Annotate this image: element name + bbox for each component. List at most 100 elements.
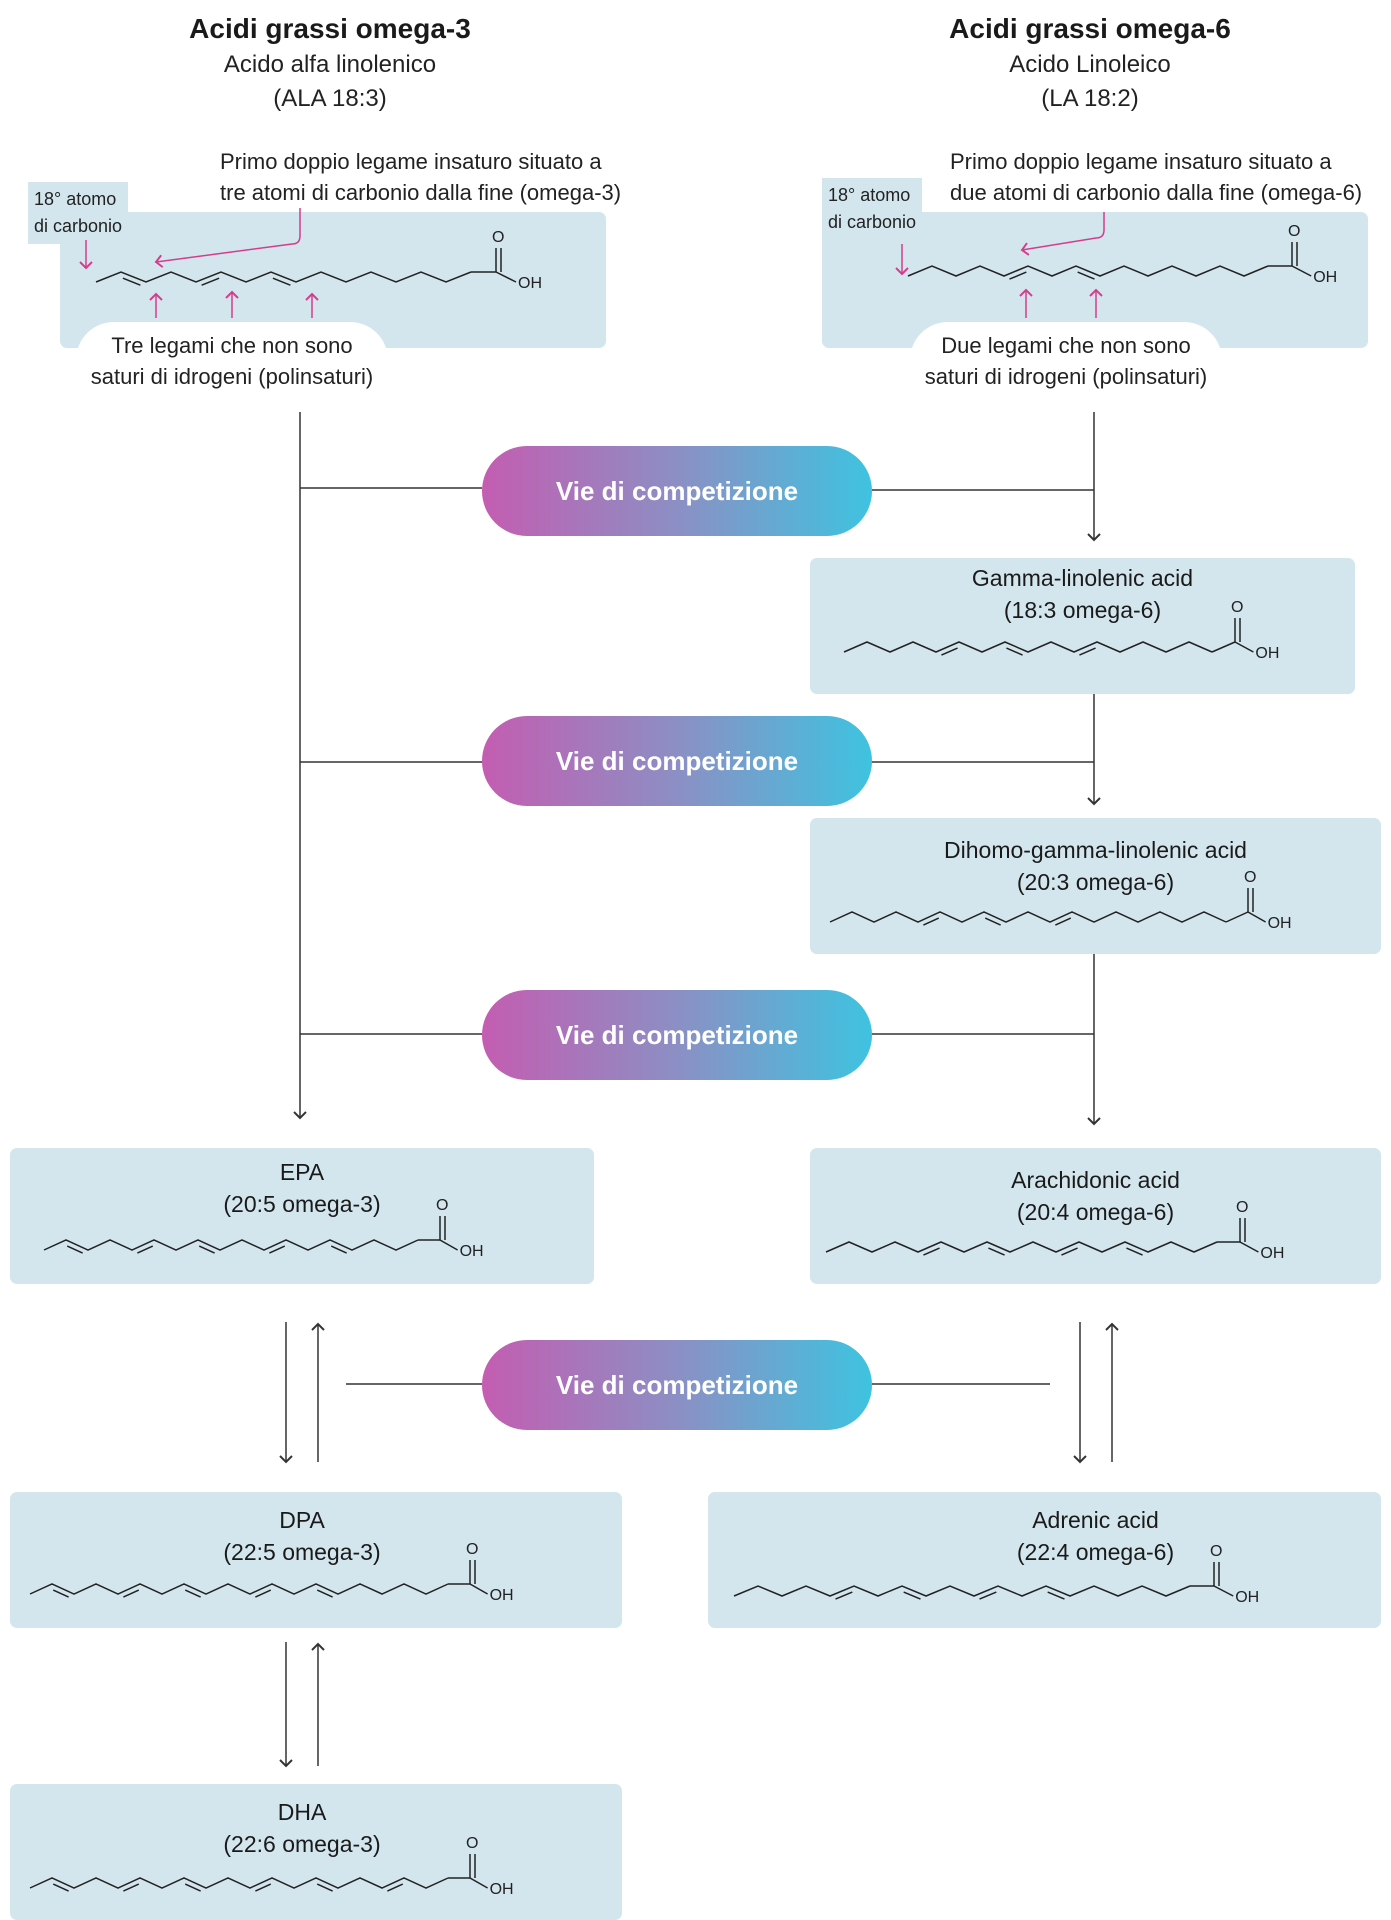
dgla-oxygen-label: O bbox=[1244, 869, 1256, 886]
omega6-note-line1: Primo doppio legame insaturo situato a bbox=[950, 149, 1332, 174]
omega6-polyunsaturated-bubble: Due legami che non sono saturi di idroge… bbox=[910, 322, 1222, 406]
competition-pill-4: Vie di competizione bbox=[482, 1340, 872, 1430]
omega6-name: Acido Linoleico bbox=[1009, 51, 1171, 78]
aa-formula: (20:4 omega-6) bbox=[1016, 1199, 1175, 1225]
omega3-atom-label-line2: di carbonio bbox=[34, 216, 123, 236]
omega3-double-bond-note: Primo doppio legame insaturo situato a t… bbox=[220, 146, 660, 208]
dpa-chain bbox=[29, 1583, 449, 1595]
aa-double-bond bbox=[923, 1247, 940, 1256]
aa-double-bond bbox=[1061, 1247, 1078, 1256]
omega3-bubble-line2: saturi di idrogeni (polinsaturi) bbox=[90, 364, 374, 389]
omega3-note-line1: Primo doppio legame insaturo situato a bbox=[220, 149, 602, 174]
dgla-chain bbox=[829, 911, 1227, 923]
adrenic-chain bbox=[733, 1585, 1191, 1597]
epa-name: EPA bbox=[279, 1159, 325, 1185]
dgla-formula: (20:3 omega-6) bbox=[1016, 869, 1175, 895]
gla-double-bond bbox=[1079, 647, 1096, 656]
gla-carboxyl-bond bbox=[1211, 641, 1236, 653]
dha-oxygen-label: O bbox=[466, 1835, 478, 1852]
dgla-box bbox=[810, 818, 1381, 954]
adrenic-hydroxyl-label: OH bbox=[1235, 1589, 1259, 1606]
adrenic-name: Adrenic acid bbox=[1032, 1507, 1159, 1533]
ala-double-bond bbox=[272, 277, 291, 286]
annotation-arrows bbox=[79, 208, 1105, 318]
omega6-note-line2: due atomi di carbonio dalla fine (omega-… bbox=[950, 180, 1363, 205]
epa-double-bond bbox=[198, 1245, 215, 1254]
dgla-carboxyl-bond bbox=[1225, 911, 1249, 923]
dha-formula: (22:6 omega-3) bbox=[223, 1831, 381, 1857]
la-double-bond bbox=[1009, 271, 1027, 280]
adrenic-formula: (22:4 omega-6) bbox=[1016, 1539, 1175, 1565]
omega6-heading: Acidi grassi omega-6 bbox=[949, 13, 1231, 44]
dgla-hydroxyl-label: OH bbox=[1268, 915, 1292, 932]
epa-oxygen-label: O bbox=[436, 1197, 448, 1214]
competition-pill-1: Vie di competizione bbox=[482, 446, 872, 536]
omega3-atom-label-line1: 18° atomo bbox=[34, 189, 117, 209]
gla-name: Gamma-linolenic acid bbox=[971, 565, 1194, 591]
ala-chain bbox=[95, 271, 472, 283]
ala-hydroxyl-bond bbox=[495, 271, 517, 283]
gla-hydroxyl-bond bbox=[1234, 641, 1254, 653]
omega3-formula: (ALA 18:3) bbox=[273, 85, 387, 112]
adrenic-double-bond bbox=[835, 1591, 853, 1600]
dha-double-bond bbox=[255, 1883, 272, 1892]
dha-double-bond bbox=[184, 1883, 201, 1892]
dpa-double-bond bbox=[316, 1589, 333, 1598]
ala-double-bond bbox=[122, 277, 141, 286]
dpa-hydroxyl-bond bbox=[469, 1583, 488, 1595]
adrenic-double-bond bbox=[1047, 1591, 1065, 1600]
ala-hydroxyl-label: OH bbox=[518, 275, 542, 292]
la-oxygen-label: O bbox=[1288, 223, 1300, 240]
dpa-double-bond bbox=[123, 1589, 140, 1598]
adrenic-oxygen-label: O bbox=[1210, 1543, 1222, 1560]
la-hydroxyl-label: OH bbox=[1313, 269, 1337, 286]
reversible-arrows bbox=[279, 1322, 1119, 1768]
omega3-note-line2: tre atomi di carbonio dalla fine (omega-… bbox=[220, 180, 622, 205]
omega6-atom-label-line1: 18° atomo bbox=[828, 185, 911, 205]
epa-double-bond bbox=[269, 1245, 286, 1254]
gla-double-bond bbox=[1006, 647, 1023, 656]
epa-hydroxyl-bond bbox=[439, 1239, 458, 1251]
dpa-double-bond bbox=[52, 1589, 69, 1598]
dha-hydroxyl-bond bbox=[469, 1877, 488, 1889]
aa-hydroxyl-bond bbox=[1239, 1241, 1259, 1253]
aa-chain bbox=[825, 1241, 1218, 1253]
gla-box bbox=[810, 558, 1355, 694]
omega6-atom-label: 18° atomo di carbonio bbox=[822, 178, 923, 240]
gla-double-bond bbox=[941, 647, 958, 656]
epa-hydroxyl-label: OH bbox=[460, 1243, 484, 1260]
omega3-polyunsaturated-bubble: Tre legami che non sono saturi di idroge… bbox=[76, 322, 388, 406]
competition-pill-2: Vie di competizione bbox=[482, 716, 872, 806]
omega6-formula: (LA 18:2) bbox=[1041, 85, 1139, 112]
omega6-bubble-line1: Due legami che non sono bbox=[941, 333, 1191, 358]
gla-formula: (18:3 omega-6) bbox=[1003, 597, 1162, 623]
omega6-bubble-line2: saturi di idrogeni (polinsaturi) bbox=[924, 364, 1208, 389]
dha-double-bond bbox=[316, 1883, 333, 1892]
aa-double-bond bbox=[1126, 1247, 1143, 1256]
gla-hydroxyl-label: OH bbox=[1255, 645, 1279, 662]
fatty-acid-skeletons bbox=[29, 242, 1312, 1892]
epa-box bbox=[10, 1148, 594, 1284]
dha-name: DHA bbox=[277, 1799, 327, 1825]
adrenic-double-bond bbox=[979, 1591, 997, 1600]
la-double-bond bbox=[1077, 271, 1095, 280]
competition-connectors bbox=[300, 487, 1094, 1385]
epa-chain bbox=[43, 1239, 419, 1251]
aa-hydroxyl-label: OH bbox=[1260, 1245, 1284, 1262]
adrenic-box bbox=[708, 1492, 1381, 1628]
adrenic-double-bond bbox=[903, 1591, 921, 1600]
la-hydroxyl-bond bbox=[1291, 265, 1312, 277]
aa-name: Arachidonic acid bbox=[1011, 1167, 1180, 1193]
dgla-name: Dihomo-gamma-linolenic acid bbox=[944, 837, 1247, 863]
ala-double-bond bbox=[201, 277, 220, 286]
omega3-heading: Acidi grassi omega-3 bbox=[189, 13, 471, 44]
dgla-double-bond bbox=[984, 917, 1001, 926]
gla-chain bbox=[843, 641, 1213, 653]
dpa-name: DPA bbox=[279, 1507, 325, 1533]
omega3-atom-label: 18° atomo di carbonio bbox=[28, 182, 129, 244]
omega3-bubble-line1: Tre legami che non sono bbox=[111, 333, 353, 358]
dha-double-bond bbox=[123, 1883, 140, 1892]
aa-box bbox=[810, 1148, 1381, 1284]
